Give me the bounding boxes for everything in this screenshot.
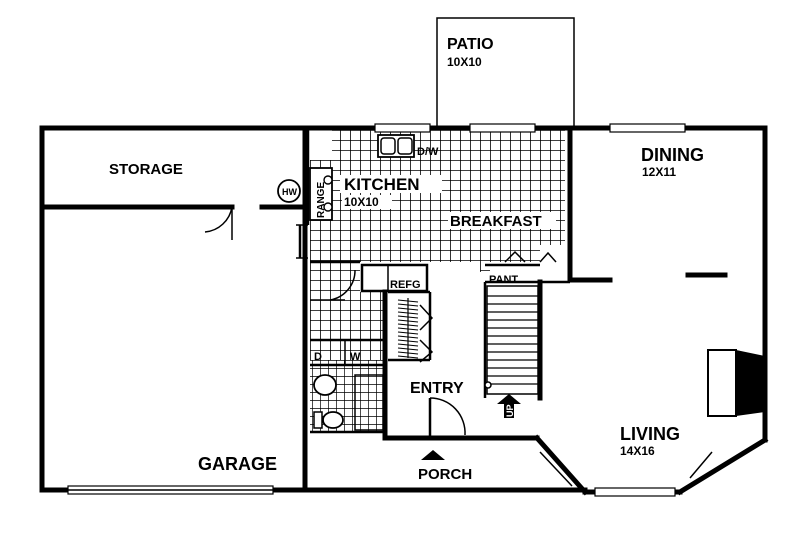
patio-area <box>436 17 575 129</box>
windows <box>67 123 713 497</box>
hanger-tick <box>397 347 419 351</box>
room-label-storage: STORAGE <box>109 161 183 178</box>
fixture-label-dryer: D <box>314 351 322 363</box>
stair-up-arrow <box>497 394 521 418</box>
fixture-label-hw: HW <box>282 187 297 197</box>
room-label-garage: GARAGE <box>198 454 277 474</box>
interior-walls <box>39 125 728 441</box>
porch-step-arrow <box>421 450 445 460</box>
hanger-tick <box>397 311 419 315</box>
closet-rod <box>397 298 419 359</box>
room-dims-kitchen: 10X10 <box>344 195 379 209</box>
fireplace <box>707 349 765 417</box>
room-label-entry: ENTRY <box>410 380 464 397</box>
range <box>309 167 333 221</box>
bath-fixtures <box>313 374 384 431</box>
hanger-tick <box>397 343 419 347</box>
room-label-dining: DINING <box>641 145 704 165</box>
room-label-breakfast: BREAKFAST <box>450 213 542 230</box>
hanger-tick <box>397 335 419 339</box>
kitchen-sink <box>377 134 415 158</box>
fixture-label-dw: D/W <box>417 146 439 158</box>
hanger-tick <box>397 307 419 311</box>
room-dims-patio: 10X10 <box>447 55 482 69</box>
fixture-label-washer: W <box>350 351 361 363</box>
hanger-tick <box>397 327 419 331</box>
staircase <box>484 285 539 395</box>
doors <box>204 206 466 438</box>
hanger-tick <box>397 303 419 307</box>
fixture-label-refg: REFG <box>390 279 421 291</box>
breakfast-fixtures <box>504 250 557 263</box>
room-label-living: LIVING <box>620 424 680 444</box>
hanger-tick <box>397 315 419 319</box>
room-label-kitchen: KITCHEN <box>344 175 420 194</box>
fixture-label-pant: PANT. <box>489 274 520 286</box>
room-dims-living: 14X16 <box>620 444 655 458</box>
hanger-tick <box>397 351 419 355</box>
hanger-tick <box>397 331 419 335</box>
hanger-tick <box>397 355 419 359</box>
hanger-tick <box>397 319 419 323</box>
hanger-tick <box>397 299 419 303</box>
hanger-tick <box>397 339 419 343</box>
hanger-tick <box>397 323 419 327</box>
fixture-label-range: RANGE <box>316 182 327 218</box>
fixture-label-up: UP <box>505 404 515 417</box>
room-dims-dining: 12X11 <box>642 165 676 179</box>
water-heater <box>277 179 301 203</box>
room-label-patio: PATIO <box>447 36 494 53</box>
room-label-porch: PORCH <box>418 466 472 483</box>
